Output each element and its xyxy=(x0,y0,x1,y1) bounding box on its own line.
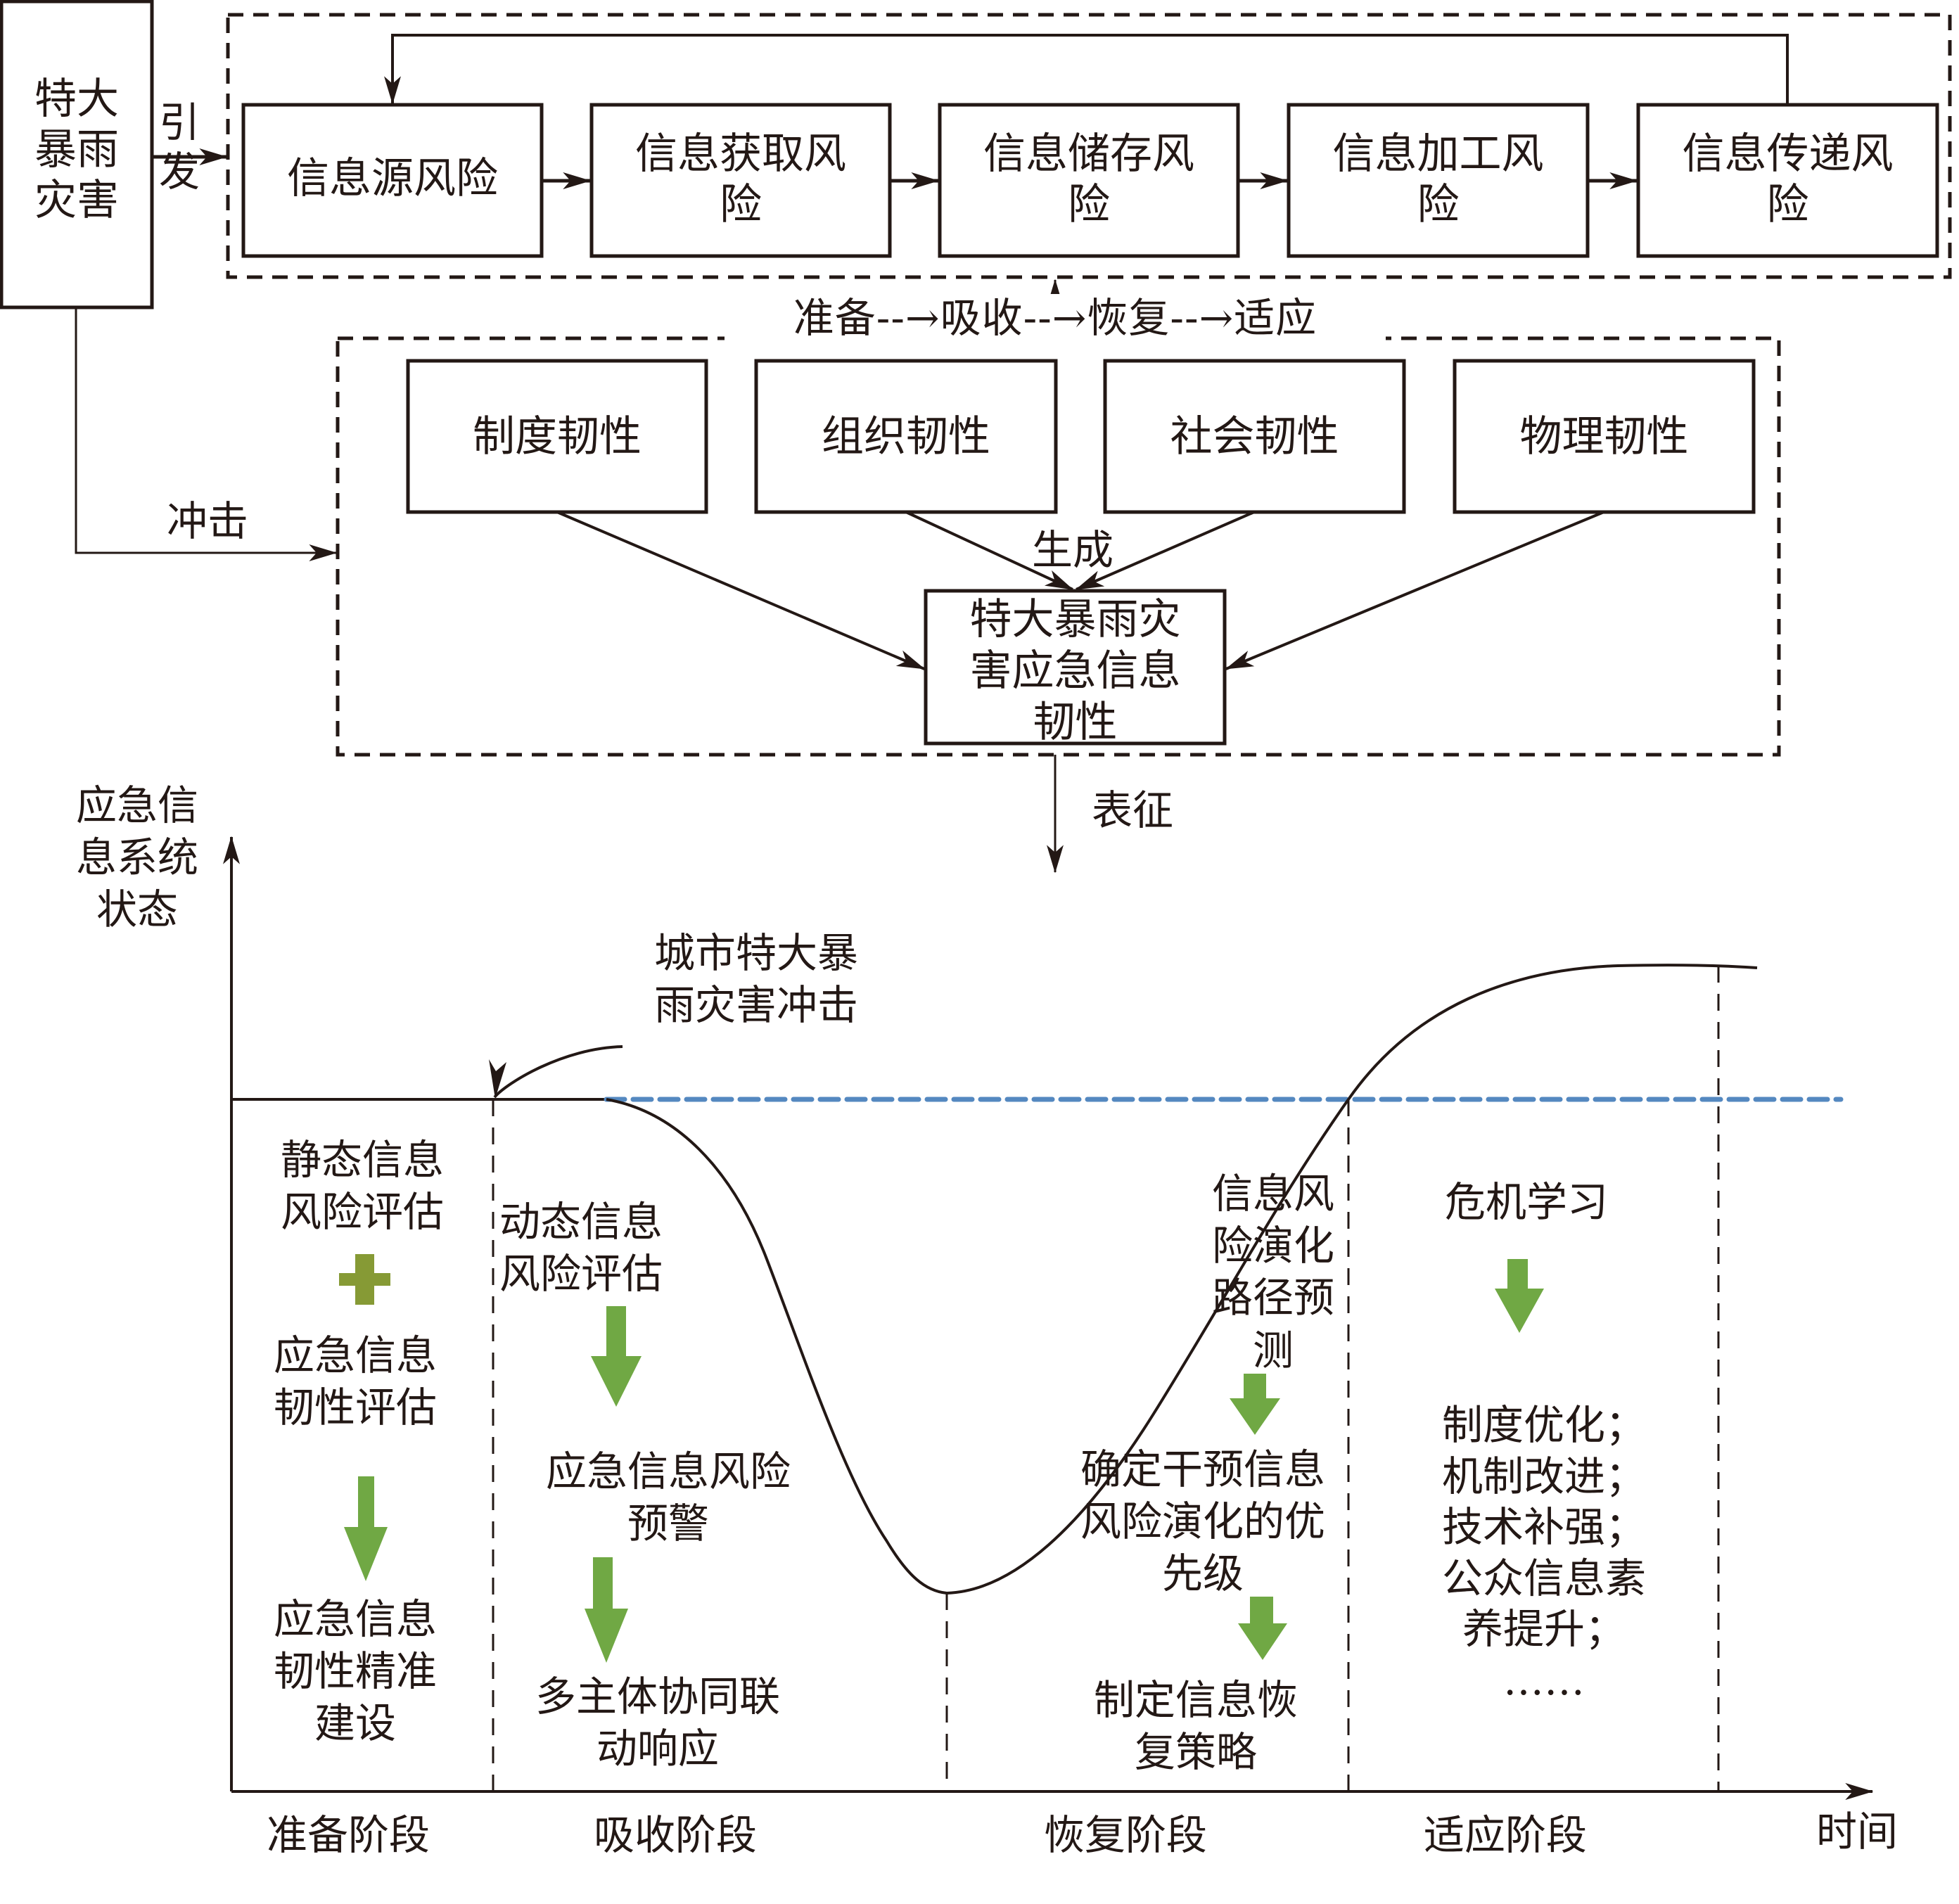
generate-arrow-social xyxy=(1075,511,1255,591)
stage-label-absorption: 吸收阶段 xyxy=(593,1811,757,1859)
trigger-box-label: 特大 暴雨 灾害 xyxy=(34,75,119,225)
x-axis-label: 时间 xyxy=(1816,1808,1898,1855)
resilience-box-physical-label: 物理韧性 xyxy=(1519,412,1689,461)
prep-plus-icon xyxy=(339,1254,390,1305)
risk-box-storage-label: 信息储存风 险 xyxy=(983,129,1194,229)
shock-arrow xyxy=(493,1045,623,1099)
resilience-box-social-label: 社会韧性 xyxy=(1170,412,1339,461)
resilience-boxes xyxy=(406,359,1756,514)
resilience-box-social xyxy=(1103,359,1406,514)
trigger-edge-label: 引 发 xyxy=(158,98,200,196)
resilience-box-physical xyxy=(1453,359,1756,514)
shock-annotation: 城市特大暴 雨灾害冲击 xyxy=(654,929,859,1030)
prep-step-precision-build: 应急信息 韧性精准 建设 xyxy=(273,1595,437,1748)
adapt-step-improvements: 制度优化； 机制改进； 技术补强； 公众信息素 养提升； …… xyxy=(1441,1401,1646,1704)
risk-box-storage xyxy=(938,103,1240,258)
characterize-edge-label: 表征 xyxy=(1091,786,1173,834)
recover-step-strategy: 制定信息恢 复策略 xyxy=(1093,1676,1298,1777)
stage-label-recovery: 恢复阶段 xyxy=(1043,1811,1207,1859)
risk-box-processing-label: 信息加工风 险 xyxy=(1332,129,1544,229)
generate-arrow-institutional xyxy=(556,511,926,670)
prep-step-static-risk: 静态信息 风险评估 xyxy=(280,1136,444,1237)
core-resilience-box xyxy=(924,589,1227,746)
arrow-down-icon xyxy=(1230,1374,1280,1435)
resilience-box-institutional-label: 制度韧性 xyxy=(473,412,642,461)
absorb-step-dynamic-risk: 动态信息 风险评估 xyxy=(499,1198,663,1298)
adapt-step-crisis-learning: 危机学习 xyxy=(1444,1178,1608,1226)
y-axis-label: 应急信 息系统 状态 xyxy=(75,781,198,934)
generate-arrow-physical xyxy=(1225,511,1604,670)
stage-label-adaptation: 适应阶段 xyxy=(1423,1811,1587,1859)
generate-arrow-organizational xyxy=(905,511,1074,591)
green-arrows xyxy=(344,1259,1544,1663)
risk-chain-boxes xyxy=(241,103,1939,258)
generate-edge-label: 生成 xyxy=(1031,526,1113,574)
risk-box-acquisition-label: 信息获取风 险 xyxy=(635,129,846,229)
absorb-step-coordinated-response: 多主体协同联 动响应 xyxy=(535,1673,780,1773)
phase-flow-label: 准备--→吸收--→恢复--→适应 xyxy=(725,294,1386,343)
prep-step-resilience-assessment: 应急信息 韧性评估 xyxy=(273,1331,437,1432)
generate-arrows xyxy=(556,511,1604,670)
core-resilience-label: 特大暴雨灾 害应急信息 韧性 xyxy=(969,595,1181,748)
risk-box-transmission-label: 信息传递风 险 xyxy=(1682,129,1894,229)
impact-arrow xyxy=(75,307,338,561)
resilience-curve xyxy=(606,964,1758,1595)
impact-edge-label: 冲击 xyxy=(166,497,248,545)
risk-box-acquisition xyxy=(589,103,892,258)
risk-chain-container xyxy=(226,13,1952,279)
resilience-box-institutional xyxy=(406,359,708,514)
risk-box-source xyxy=(241,103,544,258)
resilience-box-organizational-label: 组织韧性 xyxy=(822,412,990,461)
risk-box-transmission xyxy=(1636,103,1939,258)
arrow-down-icon xyxy=(1495,1259,1544,1333)
stage-label-preparation: 准备阶段 xyxy=(266,1811,430,1859)
feedback-loop-line xyxy=(384,34,1789,105)
resilience-box-organizational xyxy=(754,359,1058,514)
recover-step-path-prediction: 信息风 险演化 路径预 测 xyxy=(1211,1170,1334,1374)
shock-arrow-head xyxy=(489,1059,506,1099)
absorb-step-early-warning: 应急信息风险 预警 xyxy=(545,1448,791,1548)
arrow-down-icon xyxy=(344,1476,388,1581)
recover-step-prioritize: 确定干预信息 风险演化的优 先级 xyxy=(1080,1445,1325,1598)
arrow-down-icon xyxy=(585,1557,628,1663)
arrow-down-icon xyxy=(591,1306,642,1407)
stage-dividers xyxy=(492,966,1720,1791)
arrow-down-icon xyxy=(1238,1597,1287,1660)
risk-box-source-label: 信息源风险 xyxy=(287,154,498,203)
